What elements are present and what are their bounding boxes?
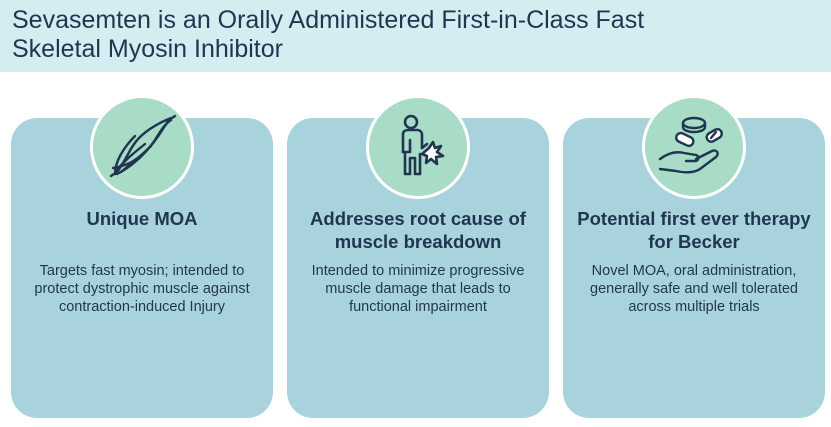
- card-heading-unique-moa: Unique MOA: [86, 208, 198, 229]
- page-title: Sevasemten is an Orally Administered Fir…: [12, 6, 645, 63]
- pills-hand-icon: [642, 95, 746, 199]
- card-text-root-cause: Intended to minimize progressive muscle …: [311, 263, 525, 315]
- card-text-becker-therapy: Novel MOA, oral administration, generall…: [590, 263, 798, 315]
- card-heading-becker-therapy: Potential first ever therapy for Becker: [577, 208, 811, 252]
- muscle-fiber-icon: [90, 95, 194, 199]
- card-text-unique-moa: Targets fast myosin; intended to protect…: [34, 263, 250, 315]
- person-pain-icon: [366, 95, 470, 199]
- card-heading-root-cause: Addresses root cause of muscle breakdown: [310, 208, 526, 252]
- title-banner: Sevasemten is an Orally Administered Fir…: [0, 0, 831, 72]
